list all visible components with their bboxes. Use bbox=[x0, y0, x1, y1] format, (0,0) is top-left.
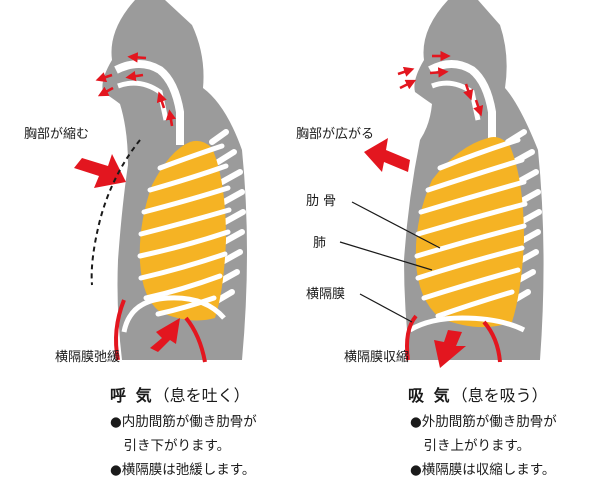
diaphragm-label: 横隔膜 bbox=[306, 287, 346, 302]
inhale-title-sub: （息を吸う） bbox=[451, 386, 548, 405]
inhale-figure bbox=[339, 0, 544, 368]
exhale-airflow-arrows bbox=[95, 52, 177, 127]
exhale-bullet-1: ●内肋間筋が働き肋骨が bbox=[110, 414, 257, 430]
exhale-title-main: 呼 気 bbox=[110, 386, 154, 405]
exhale-figure bbox=[74, 0, 248, 363]
inhale-diaphragm-arrow bbox=[434, 330, 466, 368]
inhale-title: 吸 気（息を吸う） bbox=[408, 382, 548, 406]
inhale-diaphragm bbox=[408, 315, 526, 333]
inhale-bullet-2: 引き上がります。 bbox=[410, 438, 531, 454]
inhale-ribs bbox=[414, 137, 528, 319]
exhale-diaphragm-arrow bbox=[150, 318, 180, 352]
exhale-bullet-3: ●横隔膜は弛緩します。 bbox=[110, 462, 256, 478]
inhale-title-main: 吸 気 bbox=[408, 386, 452, 405]
inhale-bullet-1: ●外肋間筋が働き肋骨が bbox=[410, 414, 557, 430]
inhale-leader-lines bbox=[339, 201, 441, 323]
exhale-chest-arrow bbox=[74, 154, 126, 188]
exhale-chest-outline bbox=[90, 139, 141, 286]
exhale-ribs bbox=[137, 143, 232, 317]
exhale-chest-label: 胸部が縮む bbox=[24, 127, 90, 142]
inhale-airflow-arrows bbox=[397, 50, 484, 117]
inhale-chest-label: 胸部が広がる bbox=[296, 127, 375, 142]
exhale-diaphragm bbox=[121, 295, 226, 333]
exhale-bullet-2: 引き下がります。 bbox=[110, 438, 231, 454]
inhale-bullet-3: ●横隔膜は収縮します。 bbox=[410, 462, 556, 478]
exhale-diaphragm-label: 横隔膜弛緩 bbox=[55, 350, 121, 365]
exhale-title-sub: （息を吐く） bbox=[153, 386, 250, 405]
lung-label: 肺 bbox=[313, 236, 327, 251]
exhale-airway bbox=[114, 60, 184, 145]
rib-label: 肋 骨 bbox=[306, 194, 337, 209]
exhale-spine bbox=[209, 129, 246, 305]
exhale-muscle-lines bbox=[114, 299, 207, 363]
inhale-airway bbox=[428, 60, 496, 145]
inhale-chest-arrow bbox=[364, 138, 410, 172]
inhale-diaphragm-label: 横隔膜収縮 bbox=[344, 350, 410, 365]
inhale-muscle-lines bbox=[405, 314, 502, 363]
exhale-title: 呼 気（息を吐く） bbox=[110, 382, 250, 406]
